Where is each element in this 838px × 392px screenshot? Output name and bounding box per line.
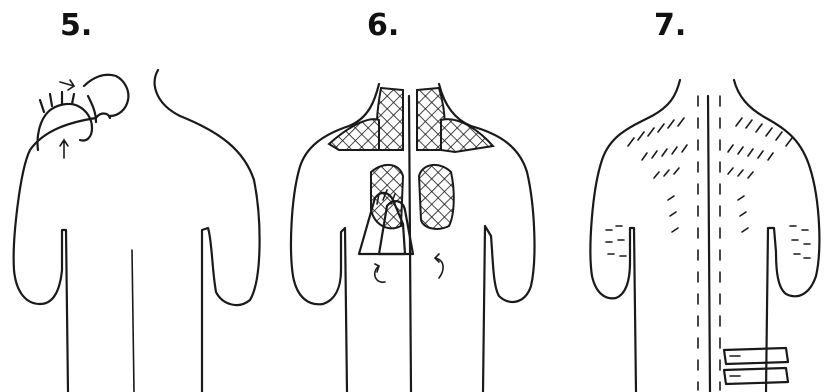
rotate-arrow-icon	[435, 254, 443, 278]
massage-area-shoulder-right	[441, 119, 493, 152]
step-7-panel: 7.	[558, 0, 838, 392]
step-5-panel: 5.	[0, 0, 280, 392]
spine-line	[132, 250, 134, 392]
massaging-hand-icon	[37, 75, 128, 158]
back-outline-right	[155, 70, 260, 392]
back-outline	[590, 80, 680, 392]
back-massage-illustration	[279, 0, 559, 392]
massage-area-mid-right	[419, 165, 454, 229]
back-massage-illustration	[558, 0, 838, 392]
tapping-hand-icon	[724, 348, 788, 384]
back-massage-illustration	[0, 0, 280, 392]
back-outline-left	[14, 118, 96, 392]
massage-area-upper-left	[377, 88, 403, 150]
spine-line	[708, 96, 710, 392]
step-6-panel: 6.	[279, 0, 559, 392]
rotate-arrow-icon	[375, 264, 385, 282]
